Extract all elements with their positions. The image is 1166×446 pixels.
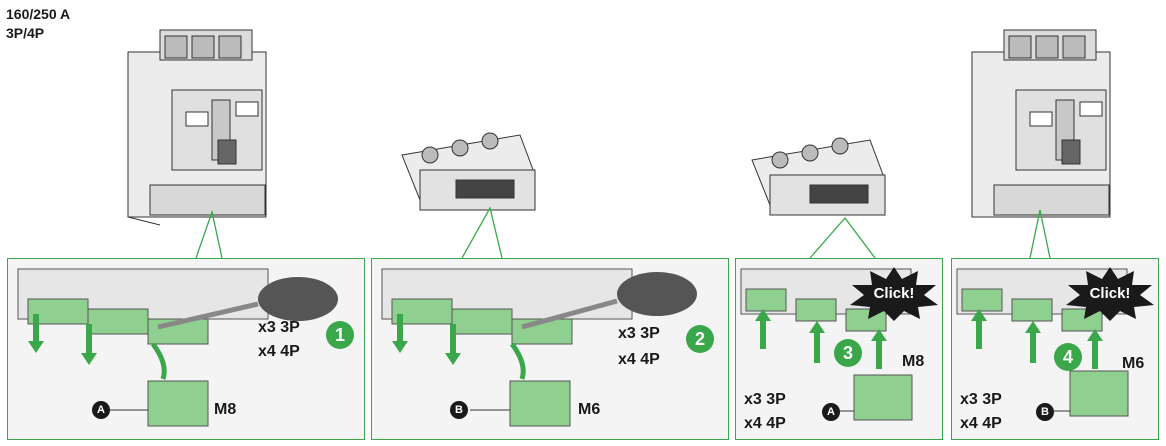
part-label-b: B — [1036, 403, 1054, 421]
part-label-b: B — [450, 401, 468, 419]
click-burst: Click! — [1064, 265, 1156, 321]
qty-3p-label: x3 3P — [618, 325, 660, 342]
callout-lines — [195, 206, 1051, 259]
qty-4p-label: x4 4P — [960, 415, 1002, 432]
step-panel-1: x3 3P x4 4P 1 A M8 — [7, 258, 365, 440]
panel-3-drawing — [740, 268, 913, 421]
screw-size-label: M6 — [1122, 355, 1145, 372]
part-label-a: A — [822, 403, 840, 421]
qty-3p-label: x3 3P — [258, 319, 300, 336]
circuit-breaker-right — [971, 29, 1111, 218]
step-panel-2: x3 3P x4 4P 2 B M6 — [371, 258, 729, 440]
screw-size-label: M8 — [214, 401, 237, 418]
step-number-4: 4 — [1054, 343, 1082, 371]
qty-4p-label: x4 4P — [744, 415, 786, 432]
step-number-3: 3 — [834, 339, 862, 367]
click-label: Click! — [873, 284, 915, 302]
terminal-block-right — [751, 137, 886, 216]
panel-2-drawing — [381, 268, 697, 427]
circuit-breaker-left — [127, 29, 267, 226]
panel-4-drawing — [956, 268, 1129, 417]
panel-1-drawing — [17, 268, 338, 427]
qty-3p-label: x3 3P — [960, 391, 1002, 408]
click-burst: Click! — [848, 265, 940, 321]
poles-label: 3P/4P — [6, 25, 45, 41]
part-label-a: A — [92, 401, 110, 419]
screw-size-label: M8 — [902, 353, 925, 370]
step-panel-3: Click! 3 M8 x3 3P x4 4P A — [735, 258, 943, 440]
rating-label: 160/250 A — [6, 6, 71, 22]
screw-size-label: M6 — [578, 401, 601, 418]
terminal-block-center — [401, 132, 536, 211]
step-number-2: 2 — [686, 325, 714, 353]
qty-3p-label: x3 3P — [744, 391, 786, 408]
step-number-1: 1 — [326, 321, 354, 349]
qty-4p-label: x4 4P — [258, 343, 300, 360]
step-panel-4: Click! 4 M6 x3 3P x4 4P B — [951, 258, 1159, 440]
qty-4p-label: x4 4P — [618, 351, 660, 368]
click-label: Click! — [1089, 284, 1131, 302]
